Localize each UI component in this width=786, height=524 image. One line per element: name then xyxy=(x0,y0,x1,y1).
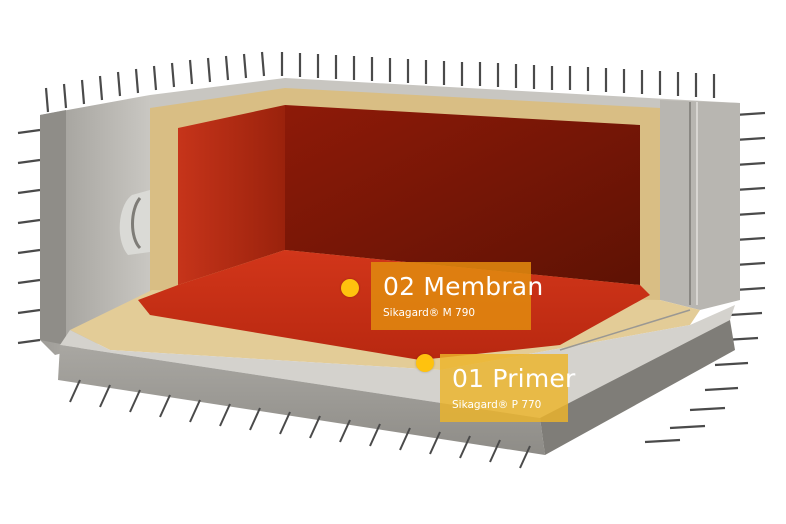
membrane-marker-dot xyxy=(341,279,359,297)
floor-slab-front xyxy=(58,345,545,455)
primer-marker-dot xyxy=(416,354,434,372)
left-wall-cut-edge xyxy=(40,110,66,345)
rebar-right xyxy=(644,111,766,444)
primer-callout: 01 Primer Sikagard® P 770 xyxy=(440,354,576,422)
membrane-callout: 02 Membran Sikagard® M 790 xyxy=(371,262,544,330)
rebar-left xyxy=(17,128,41,345)
membrane-product: Sikagard® M 790 xyxy=(383,307,476,319)
membrane-left-wall xyxy=(178,105,285,285)
floor-slab-right xyxy=(540,320,735,455)
primer-product: Sikagard® P 770 xyxy=(452,399,542,411)
rebar-top xyxy=(44,51,716,113)
membrane-title: 02 Membran xyxy=(383,272,544,301)
primer-title: 01 Primer xyxy=(452,364,576,393)
rebar-floor-front xyxy=(69,379,531,469)
wall-opening xyxy=(119,190,150,255)
right-wall-concrete xyxy=(660,100,740,310)
membrane-back-wall xyxy=(285,105,640,285)
left-wall-concrete xyxy=(40,95,150,355)
